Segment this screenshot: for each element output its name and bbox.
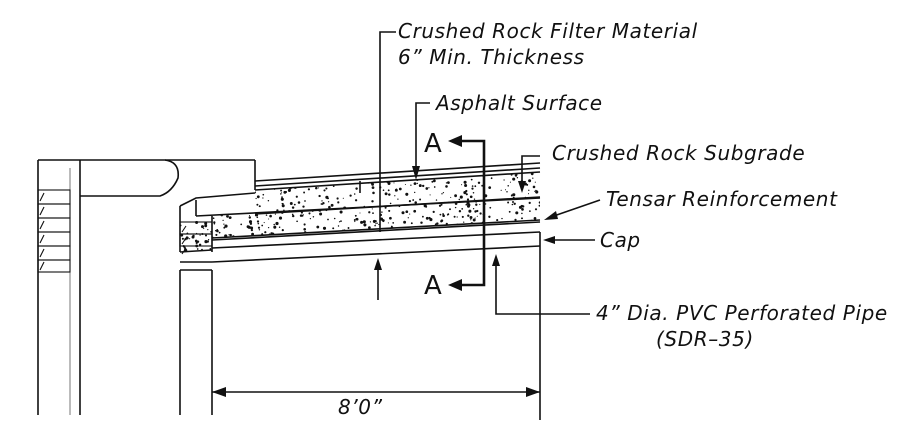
asphalt-surface-layer	[254, 162, 541, 193]
label-crushed-rock-subgrade: Crushed Rock Subgrade	[552, 141, 805, 165]
label-cap: Cap	[600, 228, 641, 252]
tensar-reinforcement-layer	[211, 221, 541, 241]
label-asphalt-surface: Asphalt Surface	[434, 91, 603, 115]
leader-pvc-pipe	[492, 254, 590, 315]
crushed-rock-filter-layer	[180, 197, 541, 252]
crushed-rock-subgrade-layer	[254, 171, 541, 215]
section-marker-top: A	[424, 129, 442, 159]
pipe-center-arrow	[374, 258, 382, 300]
wall-structure	[37, 159, 256, 415]
leader-tensar	[544, 199, 601, 220]
leader-asphalt-surface	[412, 102, 430, 180]
section-marker-bottom: A	[424, 271, 442, 301]
label-filter-thickness: 6” Min. Thickness	[398, 45, 585, 69]
dimension-line	[212, 246, 541, 420]
leader-cap	[543, 236, 595, 244]
label-tensar-reinforcement: Tensar Reinforcement	[606, 187, 838, 211]
label-pvc-pipe: 4” Dia. PVC Perforated Pipe	[596, 301, 888, 325]
section-cut-line	[448, 135, 486, 291]
cap-layer	[179, 231, 541, 271]
leader-filter-material	[379, 31, 396, 232]
label-filter-material: Crushed Rock Filter Material	[398, 19, 698, 43]
wall-block-courses	[37, 189, 71, 273]
label-pvc-pipe-spec: (SDR–35)	[656, 327, 754, 351]
dimension-label: 8’0”	[338, 395, 383, 419]
leader-subgrade	[518, 155, 540, 193]
